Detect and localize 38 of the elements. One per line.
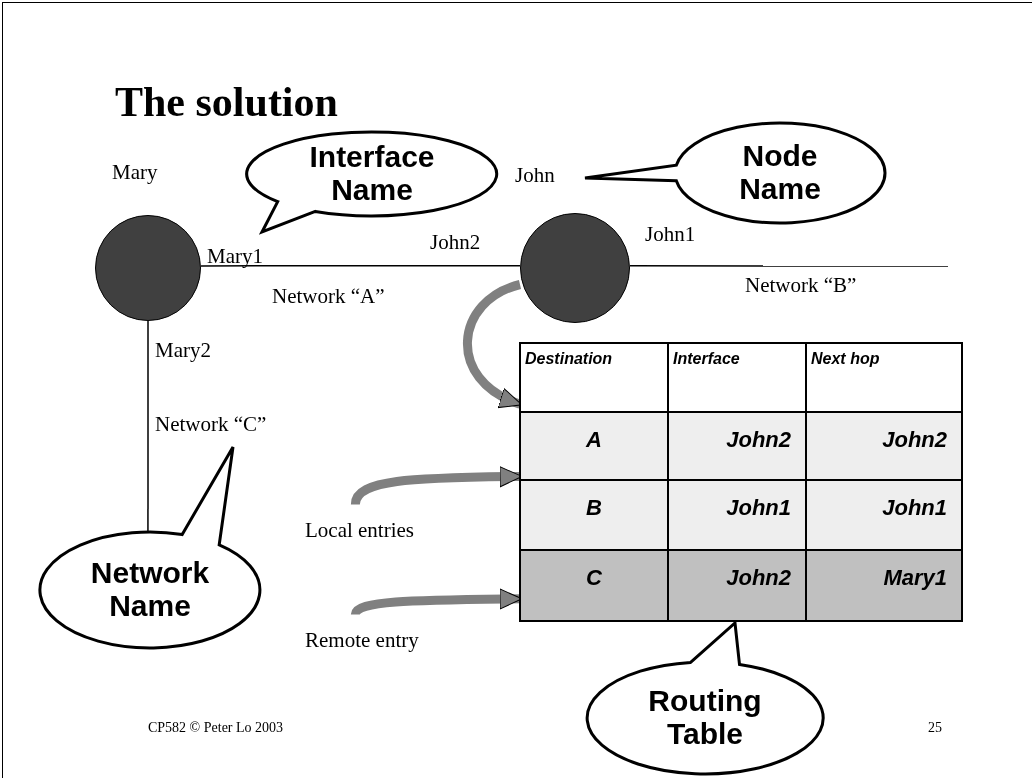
node-name: Mary [112, 160, 158, 185]
bubble-text: Network Name [89, 556, 211, 622]
interface-name: Mary2 [155, 338, 211, 363]
table-cell: C [519, 549, 669, 622]
table-cell: John2 [667, 411, 807, 481]
network-line [147, 320, 149, 533]
routing-table [520, 343, 962, 621]
text-label: Remote entry [305, 628, 419, 653]
speech-bubble [582, 120, 888, 226]
page-number: 25 [928, 720, 942, 736]
interface-name: John2 [430, 230, 481, 255]
speech-bubble [244, 129, 500, 235]
curved-arrow [463, 280, 523, 409]
table-cell: John1 [805, 479, 963, 551]
slide-title: The solution [115, 78, 338, 126]
header-cell: Destination [519, 342, 669, 413]
table-cell: John2 [805, 411, 963, 481]
bubble-text: Node Name [738, 139, 822, 205]
header-cell: Next hop [805, 342, 963, 413]
node-name: John [515, 163, 555, 188]
table-cell: John1 [667, 479, 807, 551]
network-line [200, 265, 521, 267]
speech-bubble [37, 444, 263, 651]
network-name: Network “B” [745, 273, 857, 298]
network-name: Network “A” [272, 284, 385, 309]
speech-bubble [584, 620, 826, 777]
table-cell: B [519, 479, 669, 551]
table-cell: John2 [667, 549, 807, 622]
table-cell: A [519, 411, 669, 481]
text-label: Local entries [305, 518, 415, 543]
network-line [629, 265, 949, 267]
interface-name: John1 [645, 222, 696, 247]
bubble-text: Routing Table [647, 684, 763, 750]
interface-name: Mary1 [207, 244, 263, 269]
bubble-text: Interface Name [308, 140, 436, 206]
table-cell: Mary1 [805, 549, 963, 622]
footer-text: CP582 © Peter Lo 2003 [148, 720, 284, 736]
network-name: Network “C” [155, 412, 267, 437]
